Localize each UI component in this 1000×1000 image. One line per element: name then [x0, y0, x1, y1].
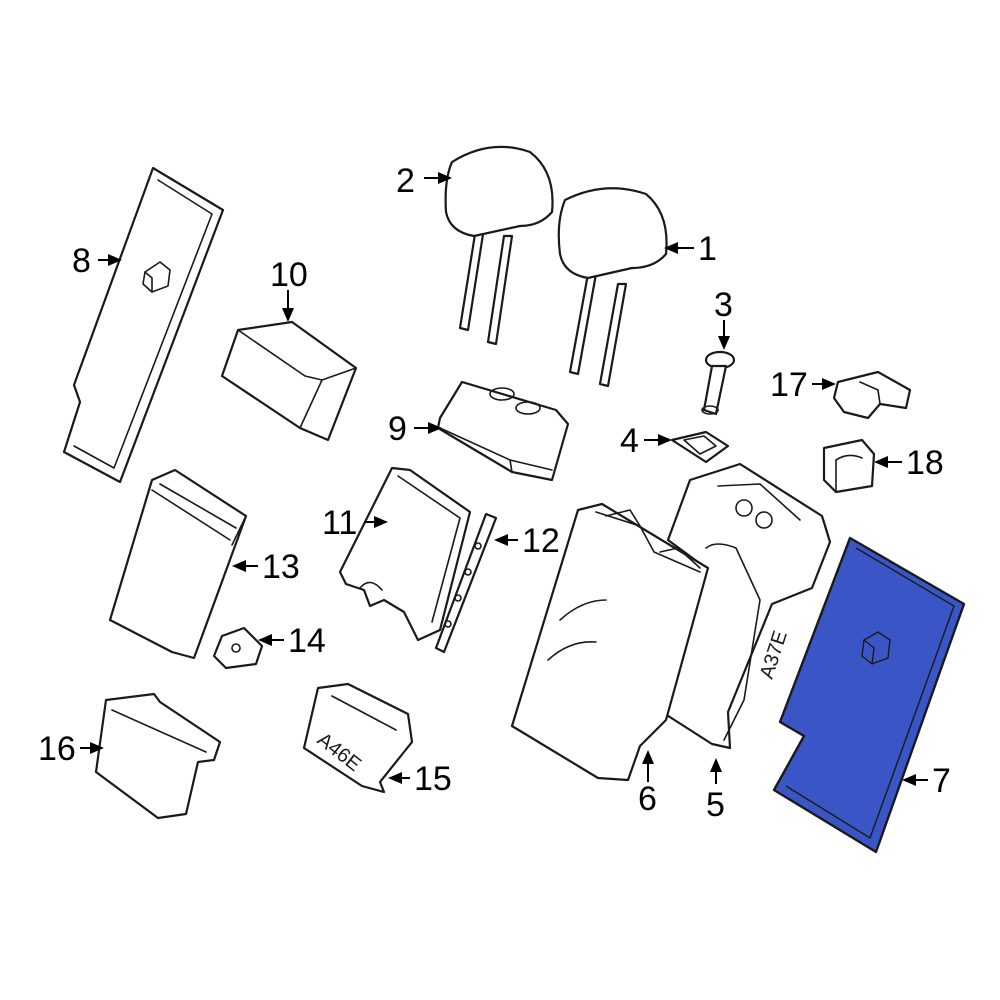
callout-16: 16 [38, 730, 76, 768]
part-17-clip [832, 370, 912, 420]
callout-12: 12 [522, 522, 560, 560]
part-11-frame [338, 466, 472, 642]
callout-9: 9 [388, 410, 407, 448]
callout-18: 18 [906, 444, 944, 482]
part-16-cover [94, 692, 222, 820]
part-10-armrest-cover [220, 320, 358, 442]
callout-15: 15 [414, 760, 452, 798]
part-1-headrest [557, 187, 668, 388]
callout-4: 4 [620, 422, 639, 460]
callout-13: 13 [262, 548, 300, 586]
part-12-strip [434, 512, 498, 654]
callout-2: 2 [396, 162, 415, 200]
part-6-seatback-cushion [510, 502, 710, 782]
callout-17: 17 [770, 366, 808, 404]
callout-14: 14 [288, 622, 326, 660]
callout-5: 5 [706, 786, 725, 824]
part-9-cupholder-armrest [436, 380, 570, 482]
callout-3: 3 [714, 286, 733, 324]
part-15-bracket: A46E [302, 682, 414, 794]
part-5-stamp: A37E [756, 628, 792, 681]
callout-7: 7 [932, 762, 951, 800]
part-13-armrest [108, 468, 248, 660]
part-14-hinge [212, 626, 264, 670]
part-7-back-panel-highlighted [772, 536, 966, 854]
callout-6: 6 [638, 780, 657, 818]
part-18-bracket [822, 438, 876, 494]
callout-11: 11 [322, 504, 357, 542]
leader-lines [80, 172, 928, 786]
callout-8: 8 [72, 242, 91, 280]
part-3-guide [701, 350, 736, 416]
part-2-headrest [444, 145, 554, 346]
part-8-side-panel [62, 166, 225, 484]
callout-1: 1 [698, 230, 717, 268]
part-4-latch-cover [670, 430, 730, 464]
callout-labels: 1 2 3 4 5 6 7 8 9 10 11 12 13 14 15 16 1… [38, 162, 951, 824]
callout-10: 10 [270, 256, 308, 294]
